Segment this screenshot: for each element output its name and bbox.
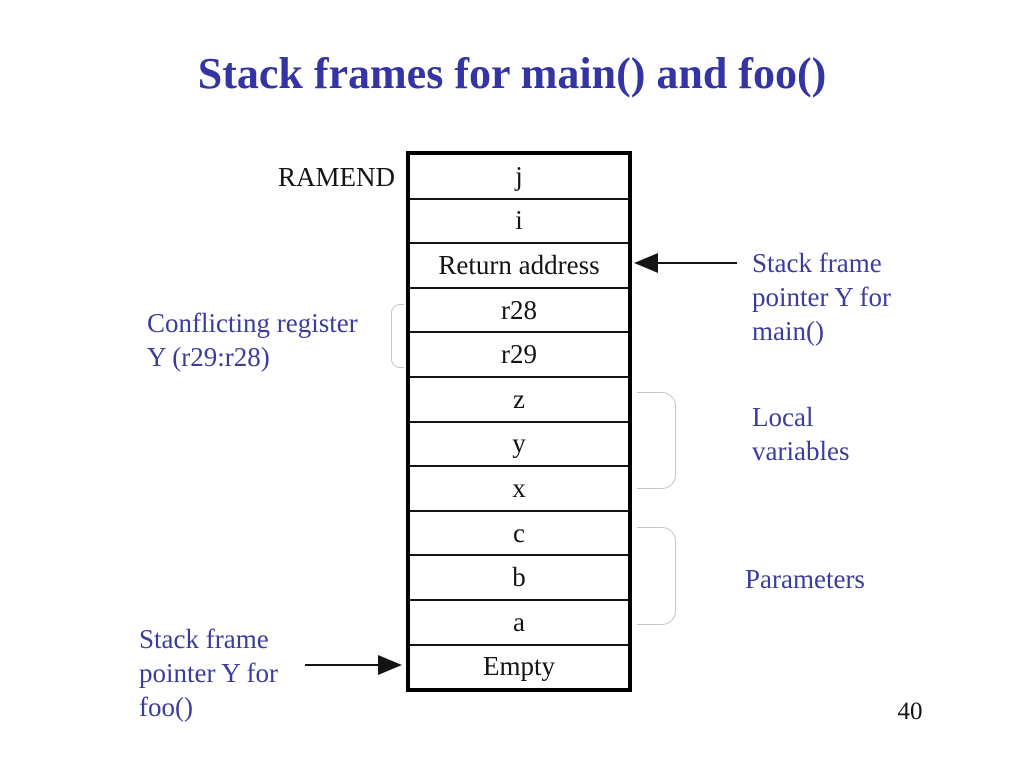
stack-cell-b: b: [410, 556, 628, 601]
stack-cell-z: z: [410, 377, 628, 423]
stack-cell-x: x: [410, 467, 628, 512]
sfp-main-label: Stack frame pointer Y for main(): [752, 246, 932, 348]
stack-cell-a: a: [410, 600, 628, 646]
stack-cell-r29: r29: [410, 333, 628, 378]
conflicting-register-label: Conflicting register Y (r29:r28): [147, 306, 397, 374]
stack-cell-y: y: [410, 422, 628, 468]
conflicting-register-bracket: [391, 304, 404, 368]
stack-table: j i Return address r28 r29 z y x c b a E…: [406, 151, 632, 693]
sfp-foo-line3: foo(): [139, 692, 193, 722]
stack-cell-return-address: Return address: [410, 244, 628, 289]
stack-cell-j: j: [410, 155, 628, 200]
page-number: 40: [897, 698, 923, 725]
stack-cell-c: c: [410, 511, 628, 557]
local-variables-label: Local variables: [752, 400, 912, 468]
ramend-label: RAMEND: [277, 162, 395, 192]
stack-cell-r28: r28: [410, 288, 628, 334]
sfp-foo-line2: pointer Y for: [139, 658, 278, 688]
conflicting-register-line2: Y (r29:r28): [147, 342, 270, 372]
sfp-main-line2: pointer Y for: [752, 282, 891, 312]
sfp-foo-line1: Stack frame: [139, 624, 269, 654]
slide-title: Stack frames for main() and foo(): [197, 49, 827, 98]
local-variables-line2: variables: [752, 436, 850, 466]
stack-cell-empty: Empty: [410, 645, 628, 689]
sfp-main-line1: Stack frame: [752, 248, 882, 278]
conflicting-register-line1: Conflicting register: [147, 308, 358, 338]
sfp-foo-label: Stack frame pointer Y for foo(): [139, 622, 319, 724]
parameters-label: Parameters: [745, 564, 865, 594]
sfp-main-line3: main(): [752, 316, 824, 346]
parameters-bracket: [637, 527, 676, 625]
stack-cell-i: i: [410, 199, 628, 245]
local-variables-line1: Local: [752, 402, 814, 432]
local-variables-bracket: [637, 392, 676, 489]
